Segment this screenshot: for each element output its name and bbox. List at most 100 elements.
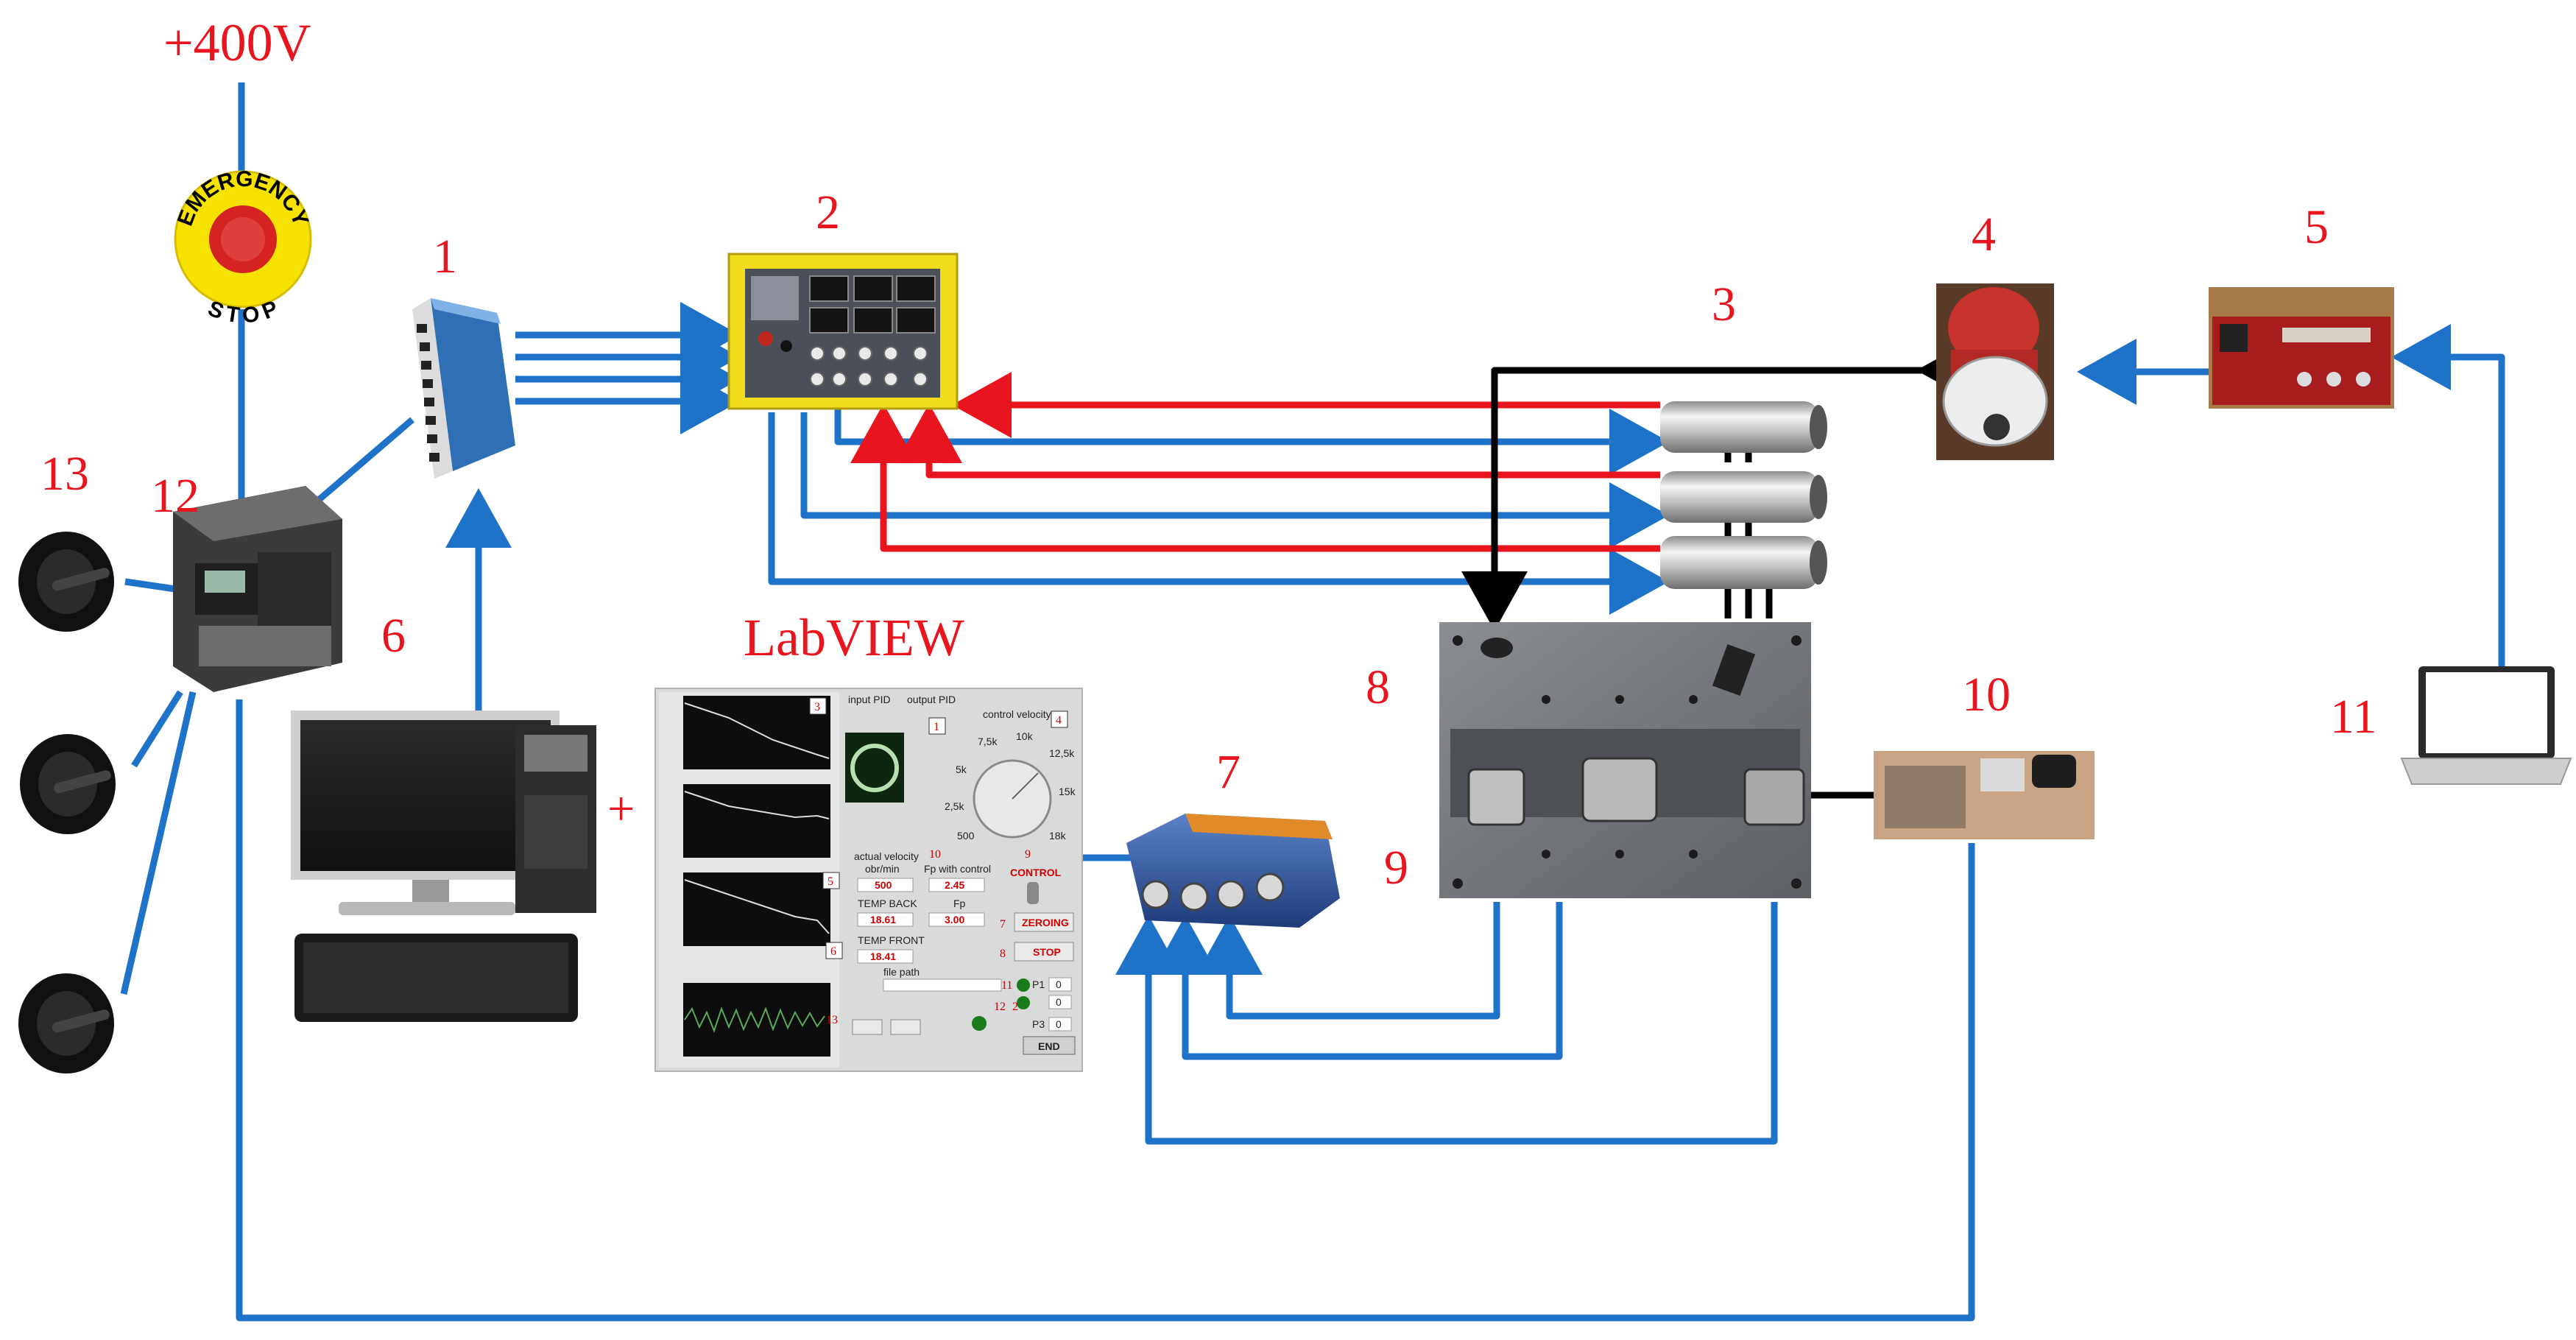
spindle-to-inverter-line [236,699,1975,1322]
rig-to-daq7-line-2 [1152,902,1563,1060]
lv-temp-front-value: 18.41 [870,951,896,962]
frequency-inverter-icon [173,486,342,692]
svg-text:13: 13 [826,1014,838,1026]
laptop-icon [2400,666,2572,785]
lv-zeroing-button[interactable] [1014,912,1074,932]
label-10: 10 [1962,668,2011,722]
lv-p2-value: 0 [1056,996,1062,1008]
lv-actual-velocity-value: 500 [875,879,892,891]
lv-p1-value: 0 [1056,978,1062,990]
lv-file-path-label: file path [883,966,920,978]
lv-fp-with-control-value: 2.45 [945,879,964,891]
lv-control-velocity-label: control velocity [983,708,1051,720]
panel-to-cylinder-2-line [800,412,1669,549]
labels: +400V 1 2 3 4 5 6 7 8 9 10 11 12 13 + La… [40,13,2377,895]
svg-text:1: 1 [934,721,939,733]
svg-text:6: 6 [830,945,836,958]
label-11: 11 [2330,690,2377,744]
lv-dial-tick-0: 2,5k [945,800,964,812]
lv-temp-front-label: TEMP FRONT [858,934,925,946]
lv-input-pid-label: input PID [848,694,891,705]
svg-text:9: 9 [1025,848,1031,861]
svg-text:5: 5 [828,875,833,888]
lv-stop-button[interactable] [1014,942,1074,962]
supply-voltage-label: +400V [163,13,311,72]
emergency-stop-icon[interactable]: EMERGENCY STOP [173,167,313,328]
cylinder-2-to-panel-line [896,403,1660,479]
lv-end-button[interactable] [1023,1036,1076,1055]
lv-dial-tick-4: 12,5k [1049,747,1075,759]
lv-p3-label: P3 [1032,1018,1045,1030]
lv-zeroing-label: ZEROING [1022,917,1069,928]
label-4: 4 [1972,208,1996,261]
svg-text:8: 8 [1000,948,1006,960]
label-6: 6 [381,609,406,663]
blue-wires [120,82,2505,1322]
svg-text:3: 3 [814,701,820,713]
svg-text:4: 4 [1056,714,1062,727]
label-12: 12 [151,469,200,523]
lv-obr-min-label: obr/min [865,863,900,875]
labview-label: LabVIEW [744,608,964,667]
spindle-icon [1874,751,2095,839]
black-wires [1461,337,1976,799]
lv-fp-label: Fp [953,898,966,909]
svg-text:11: 11 [1001,979,1012,992]
lv-dial-tick-2: 7,5k [978,736,998,747]
lv-temp-back-label: TEMP BACK [858,898,917,909]
lv-dial-tick-7: 500 [957,830,975,842]
switch-1-line [124,578,176,593]
lv-badges: 3 1 4 5 6 10 9 7 8 11 2 12 13 [809,697,1068,1026]
lv-stop-label: STOP [1033,946,1061,958]
lv-dial-tick-6: 18k [1049,830,1067,842]
svg-text:10: 10 [929,848,941,861]
data-acquisition-icon [1126,814,1340,928]
label-2: 2 [816,186,840,239]
lv-dial-tick-5: 15k [1059,786,1076,797]
lv-actual-velocity-label: actual velocity [854,850,919,862]
keyboard-icon [294,934,578,1022]
switch-2-line [131,690,183,768]
lv-dial-tick-3: 10k [1016,730,1034,742]
label-1: 1 [433,230,457,283]
cylinder-3-to-panel-line [850,403,1660,552]
svg-text:12: 12 [994,1001,1006,1013]
panel-to-cylinder-3-line [768,412,1669,615]
cylinder-icon [1660,401,1827,589]
inverter-to-daq1-line [307,417,414,511]
panel-to-cylinder-1-line [834,401,1669,475]
rotary-switch-icon [18,532,116,1073]
lv-end-label: END [1038,1040,1060,1052]
rotary-switch-3[interactable] [18,973,114,1073]
svg-text:2: 2 [1012,1001,1018,1013]
label-3: 3 [1712,278,1736,331]
label-13: 13 [40,447,89,501]
lv-p3-value: 0 [1056,1018,1062,1030]
desktop-computer-icon [291,710,596,915]
lv-p1-label: P1 [1032,978,1045,990]
lv-fp-value: 3.00 [945,914,964,925]
label-9: 9 [1384,841,1408,895]
instrument-panel-icon [727,253,959,410]
plus-sign: + [607,782,635,836]
red-wires [850,372,1660,552]
switch-3-line [120,691,197,995]
lv-control-label: CONTROL [1010,867,1062,878]
test-rig-icon [1439,622,1811,898]
lv-output-pid-label: output PID [907,694,956,705]
rotary-switch-2[interactable] [20,734,116,834]
rig-to-daq7-line-3 [1115,902,1778,1145]
lv-file-path-input[interactable] [883,978,1002,992]
lv-fp-with-control-label: Fp with control [924,863,991,875]
rig-to-daq7-line-1 [1196,902,1500,1020]
motor-icon [1936,283,2054,460]
label-5: 5 [2304,200,2329,254]
power-supply-icon [2209,287,2394,409]
laptop-to-psu-line [2391,324,2505,666]
lv-control-toggle[interactable] [1027,882,1039,904]
svg-text:7: 7 [1000,918,1006,931]
labview-front-panel: input PID output PID control velocity 2,… [654,688,1083,1072]
rotary-switch-1[interactable] [18,532,114,632]
label-8: 8 [1366,660,1390,714]
